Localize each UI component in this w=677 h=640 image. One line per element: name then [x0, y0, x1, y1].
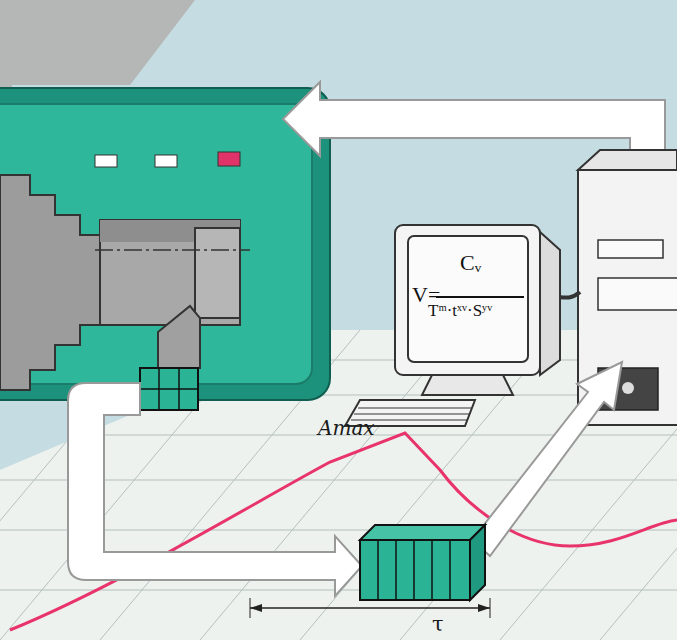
machine-panel [0, 88, 330, 400]
machine-panel [0, 88, 330, 400]
keyboard [354, 414, 469, 415]
computer-monitor [540, 232, 560, 375]
data-block [360, 525, 485, 600]
data-block [360, 525, 485, 540]
computer-monitor [395, 225, 560, 395]
duration-dimension [490, 598, 491, 618]
data-block [413, 540, 415, 600]
peak-label: Amax [318, 418, 375, 438]
lathe-spindle [0, 175, 100, 390]
workpiece [100, 220, 240, 325]
computer-tower [578, 150, 677, 170]
machine-panel [155, 155, 177, 167]
duration-label: τ [432, 614, 444, 635]
formula-numerator: Cᵥ [460, 252, 481, 274]
data-block [360, 540, 470, 600]
machine-panel [218, 152, 240, 166]
duration-dimension [250, 598, 490, 618]
fraction-bar [436, 296, 524, 298]
signal-arrow [472, 362, 622, 556]
lathe-spindle [0, 175, 100, 390]
computer-monitor [408, 236, 528, 362]
cutting-tool [158, 306, 200, 368]
monitor-screen: V=CᵥTᵐ·tˣᵛ·Sʸᵛ [408, 238, 528, 360]
computer-tower [598, 240, 663, 258]
signal-arrow [68, 362, 622, 596]
load-curve [10, 433, 677, 630]
workpiece [95, 249, 250, 251]
data-block [449, 540, 451, 600]
workpiece [195, 228, 240, 318]
duration-dimension [250, 604, 262, 612]
data-block [395, 540, 397, 600]
duration-dimension [250, 607, 490, 609]
formula-denominator: Tᵐ·tˣᵛ·Sʸᵛ [428, 302, 492, 319]
computer-monitor [395, 225, 540, 375]
computer-tower [598, 278, 677, 310]
data-block [377, 540, 379, 600]
data-block [470, 525, 485, 600]
wall-corner [0, 0, 195, 85]
cutting-tool [140, 306, 200, 410]
duration-dimension [250, 598, 251, 618]
duration-dimension [478, 604, 490, 612]
data-block [431, 540, 433, 600]
keyboard [358, 408, 471, 409]
load-curve [10, 433, 677, 630]
computer-monitor [422, 375, 513, 395]
workpiece [95, 220, 250, 325]
computer-tower [622, 382, 634, 394]
machine-panel [95, 155, 117, 167]
cutting-tool [140, 388, 198, 390]
signal-arrow [68, 383, 362, 596]
cutting-tool [140, 368, 198, 410]
